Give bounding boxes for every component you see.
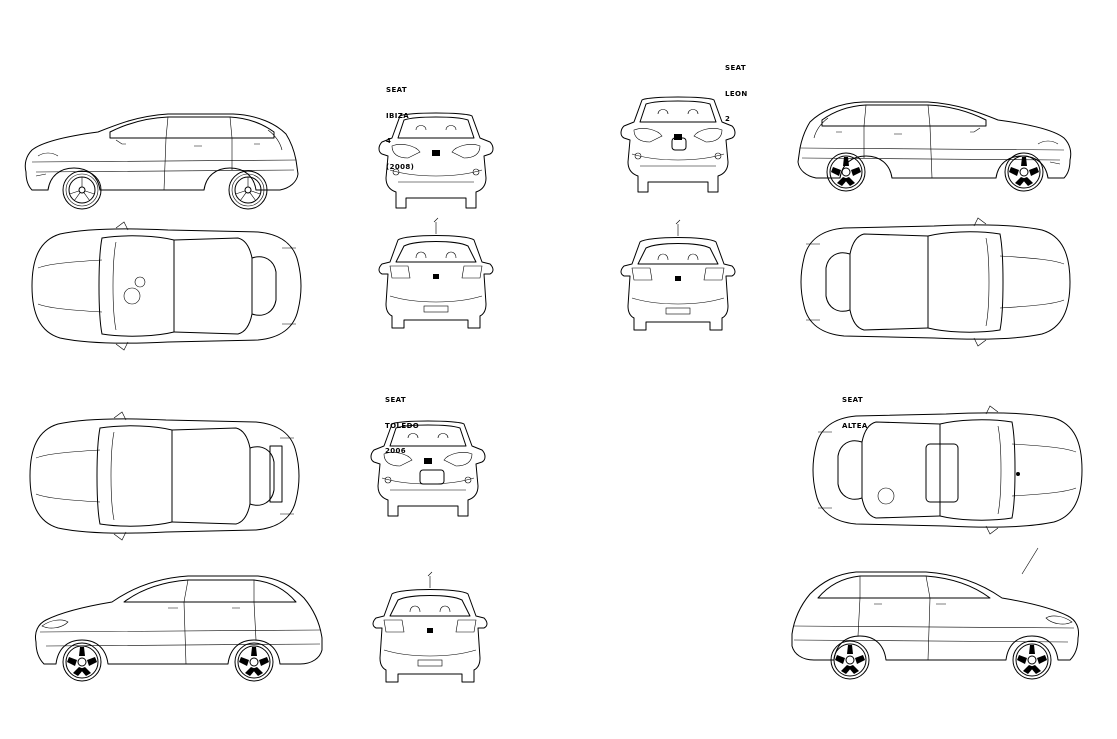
toledo-top-view [29,411,300,541]
ibiza-side-view [24,113,299,210]
ibiza-top-view [31,221,302,351]
label-toledo-line-2: TOLEDO [385,421,420,430]
label-leon-line-2: LEON [725,89,748,98]
leon-top-view [800,217,1071,347]
altea-side-view [791,547,1080,680]
leon-side-view [797,101,1072,192]
label-ibiza-line-4: (2008) [386,162,415,171]
label-ibiza-line-3: 4 [386,137,392,145]
label-toledo: SEAT TOLEDO 2006 [385,379,419,464]
label-leon-line-3: 2 [725,115,731,123]
label-altea-line-1: SEAT [842,396,864,404]
label-ibiza-line-1: SEAT [386,86,408,94]
ibiza-front-view [378,112,494,209]
label-altea: SEAT ALTEA [842,379,868,439]
label-ibiza-line-2: IBIZA [386,111,410,120]
toledo-rear-view [372,571,488,683]
label-toledo-line-1: SEAT [385,396,407,404]
leon-rear-view [620,219,736,331]
label-altea-line-2: ALTEA [842,421,868,430]
label-leon: SEAT LEON 2 [725,47,748,132]
label-toledo-line-3: 2006 [385,447,407,455]
toledo-side-view [34,575,323,682]
altea-top-view [812,405,1083,535]
label-ibiza: SEAT IBIZA 4 (2008) [386,69,414,180]
label-leon-line-1: SEAT [725,64,747,72]
leon-front-view [620,96,736,193]
ibiza-rear-view [378,217,494,329]
toledo-front-view [370,420,486,517]
